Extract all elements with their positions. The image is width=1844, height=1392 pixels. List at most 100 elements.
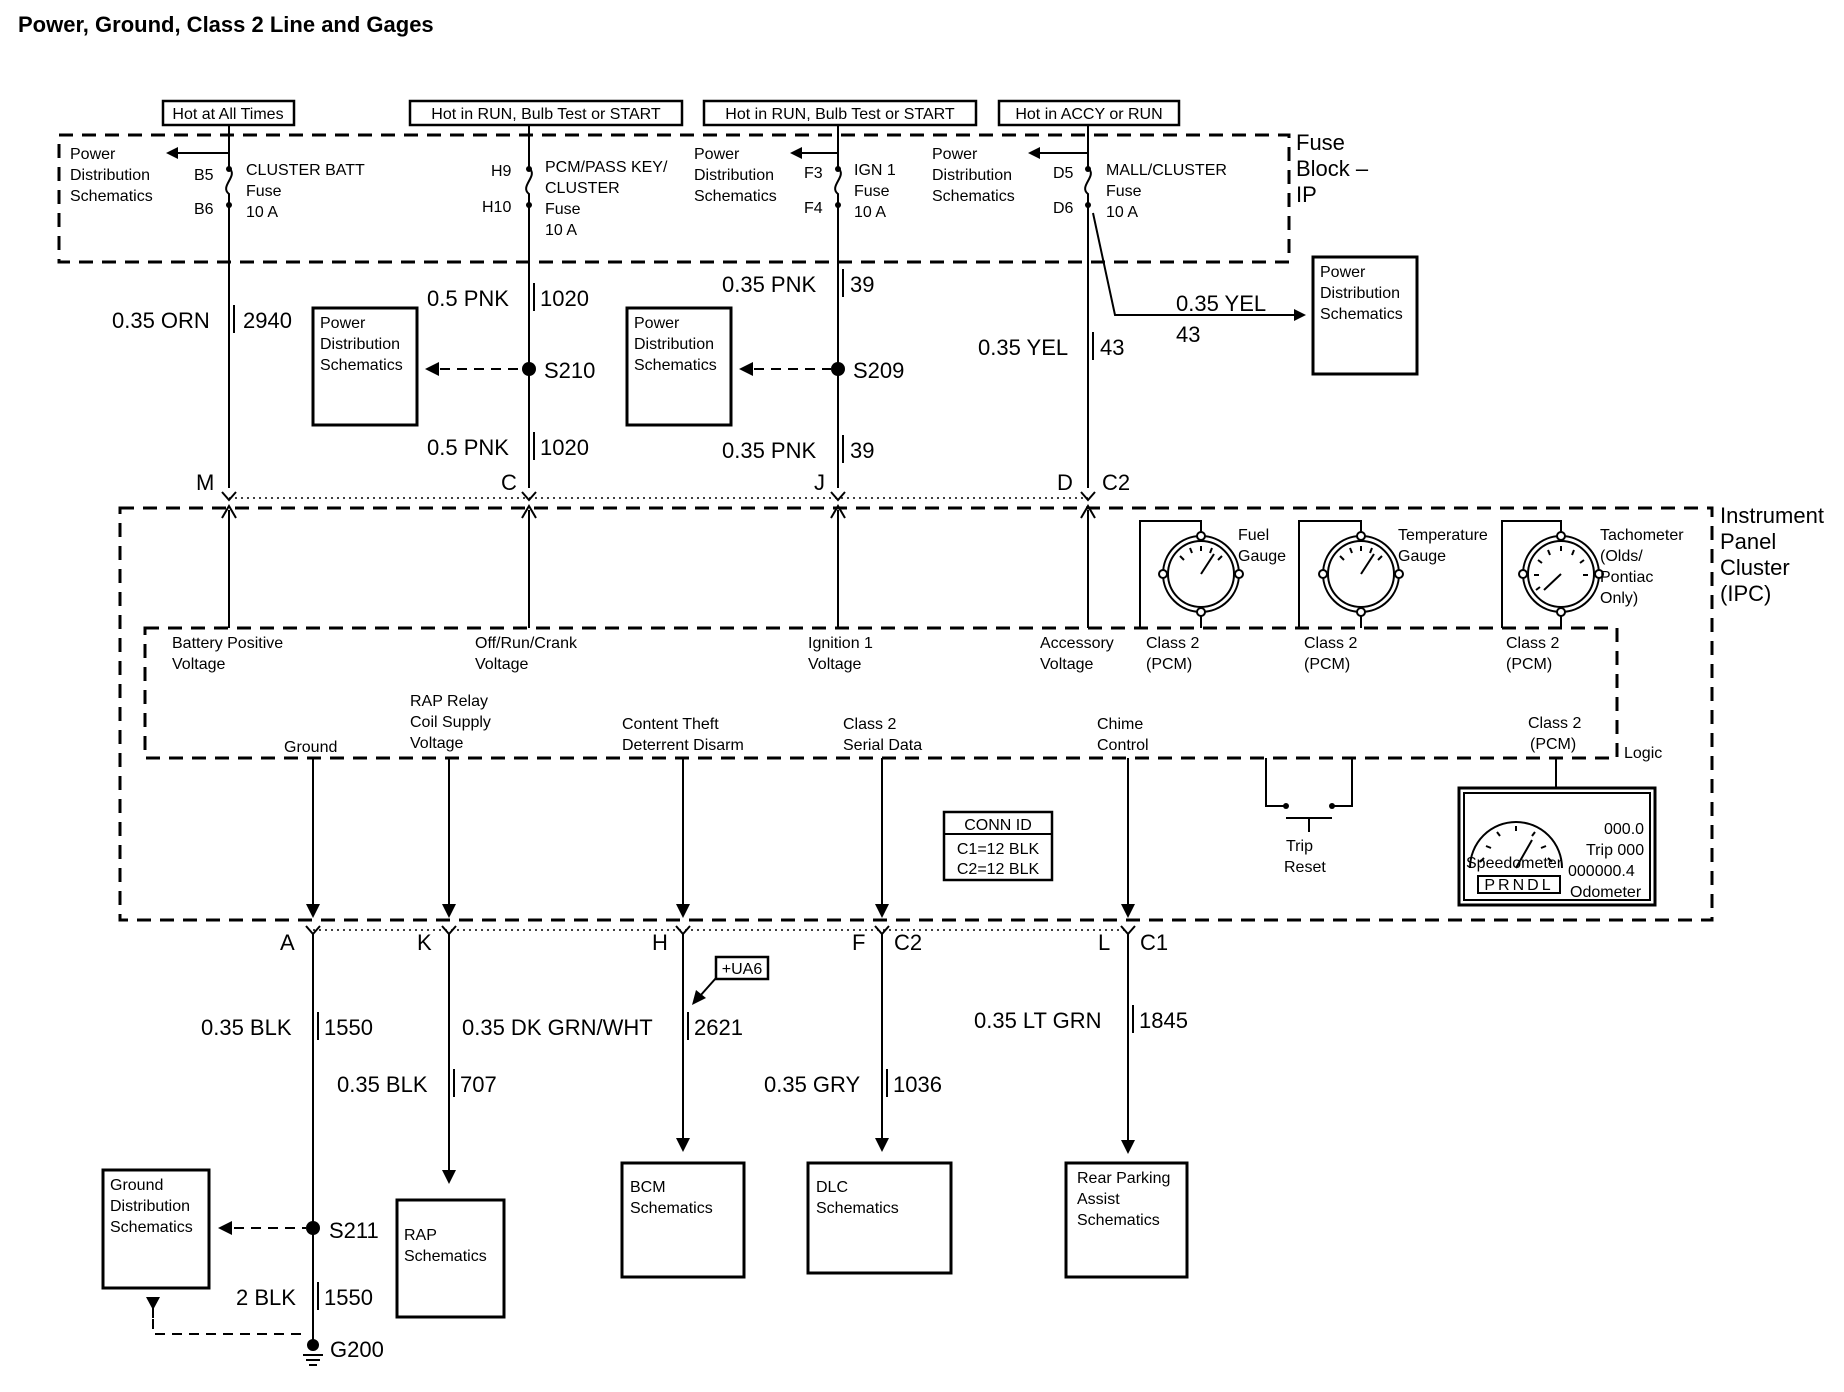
- wire-707-size: 0.35 BLK: [337, 1072, 428, 1097]
- svg-text:Schematics: Schematics: [1077, 1212, 1160, 1229]
- wire-43-circuit: 43: [1100, 335, 1124, 360]
- ground-g200-icon: [303, 1339, 323, 1366]
- wire-2940-circuit: 2940: [243, 308, 292, 333]
- svg-text:Power: Power: [694, 146, 740, 163]
- input-battery-positive: Battery Positive Voltage: [172, 635, 283, 673]
- tachometer-gauge-icon: Tachometer (Olds/ Pontiac Only): [1501, 520, 1684, 628]
- header-hot-at-all-times: Hot at All Times: [161, 99, 296, 127]
- svg-text:D5: D5: [1053, 165, 1074, 182]
- wire-1845-circuit: 1845: [1139, 1008, 1188, 1033]
- input-accessory: Accessory Voltage: [1040, 635, 1114, 673]
- svg-text:(PCM): (PCM): [1506, 656, 1552, 673]
- fuel-gauge-icon: Fuel Gauge: [1139, 520, 1286, 628]
- class2-tach: Class 2 (PCM): [1506, 635, 1559, 673]
- svg-text:Power: Power: [320, 315, 366, 332]
- svg-text:Fuse: Fuse: [246, 183, 282, 200]
- svg-text:10 A: 10 A: [854, 204, 886, 221]
- wire-1550-circuit: 1550: [324, 1015, 373, 1040]
- power-dist-label-3: Power Distribution Schematics: [932, 146, 1015, 205]
- svg-text:Trip: Trip: [1286, 838, 1313, 855]
- svg-text:Distribution: Distribution: [694, 167, 774, 184]
- svg-text:Schematics: Schematics: [694, 188, 777, 205]
- pin-k: K: [417, 930, 432, 955]
- splice-s209: S209: [853, 358, 904, 383]
- logic-label: Logic: [1624, 745, 1662, 762]
- wire-707-circuit: 707: [460, 1072, 497, 1097]
- svg-text:Trip 000: Trip 000: [1586, 842, 1644, 859]
- svg-text:Schematics: Schematics: [110, 1219, 193, 1236]
- pin-a: A: [280, 930, 295, 955]
- svg-text:RAP: RAP: [404, 1227, 437, 1244]
- svg-text:Distribution: Distribution: [70, 167, 150, 184]
- svg-text:Ground: Ground: [110, 1177, 163, 1194]
- svg-text:Hot at All Times: Hot at All Times: [172, 106, 283, 123]
- svg-text:H9: H9: [491, 163, 512, 180]
- output-class2-serial: Class 2 Serial Data: [843, 716, 922, 754]
- power-dist-label-1: Power Distribution Schematics: [70, 146, 153, 205]
- svg-text:Power: Power: [932, 146, 978, 163]
- wire-1020b-size: 0.5 PNK: [427, 435, 509, 460]
- trip-reset-switch-icon: Trip Reset: [1265, 758, 1353, 876]
- connector-c2-bottom: C2: [894, 930, 922, 955]
- ipc-label-4: (IPC): [1720, 581, 1771, 606]
- svg-text:(Olds/: (Olds/: [1600, 548, 1643, 565]
- logic-outline: [143, 626, 1619, 760]
- wire-1550b-circuit: 1550: [324, 1285, 373, 1310]
- ipc-label-3: Cluster: [1720, 555, 1790, 580]
- svg-text:DLC: DLC: [816, 1179, 848, 1196]
- splice-s210: S210: [544, 358, 595, 383]
- input-ignition-1: Ignition 1 Voltage: [808, 635, 873, 673]
- wire-39a-circuit: 39: [850, 272, 874, 297]
- wire-1036-circuit: 1036: [893, 1072, 942, 1097]
- svg-text:Odometer: Odometer: [1570, 884, 1642, 901]
- svg-text:10 A: 10 A: [1106, 204, 1138, 221]
- svg-text:Schematics: Schematics: [634, 357, 717, 374]
- svg-text:CLUSTER BATT: CLUSTER BATT: [246, 162, 365, 179]
- svg-text:D6: D6: [1053, 200, 1074, 217]
- fuse-ign1: F3 F4 IGN 1 Fuse 10 A: [804, 142, 896, 221]
- svg-text:H10: H10: [482, 199, 511, 216]
- wire-39b-circuit: 39: [850, 438, 874, 463]
- wire-1036-size: 0.35 GRY: [764, 1072, 861, 1097]
- svg-text:Hot in RUN, Bulb Test or START: Hot in RUN, Bulb Test or START: [431, 106, 661, 123]
- fuse-block-label-3: IP: [1296, 182, 1317, 207]
- svg-text:F3: F3: [804, 165, 823, 182]
- svg-text:Power: Power: [1320, 264, 1366, 281]
- svg-text:RAP Relay: RAP Relay: [410, 693, 488, 710]
- wire-2940-size: 0.35 ORN: [112, 308, 210, 333]
- svg-text:Battery Positive: Battery Positive: [172, 635, 283, 652]
- svg-text:Distribution: Distribution: [320, 336, 400, 353]
- wire-43-size: 0.35 YEL: [978, 335, 1068, 360]
- temperature-gauge-icon: Temperature Gauge: [1298, 520, 1488, 628]
- rap-schematics-box: RAP Schematics: [395, 1198, 506, 1319]
- bcm-schematics-box: BCM Schematics: [620, 1161, 746, 1279]
- fuse-mall-cluster: D5 D6 MALL/CLUSTER Fuse 10 A: [1053, 142, 1227, 221]
- svg-text:BCM: BCM: [630, 1179, 666, 1196]
- ground-dist-box: Ground Distribution Schematics: [101, 1168, 211, 1290]
- header-hot-in-accy: Hot in ACCY or RUN: [997, 99, 1181, 127]
- connector-c1: C1: [1140, 930, 1168, 955]
- wire-43b-circuit: 43: [1176, 322, 1200, 347]
- svg-text:Hot in ACCY or RUN: Hot in ACCY or RUN: [1015, 106, 1162, 123]
- svg-text:10 A: 10 A: [246, 204, 278, 221]
- svg-text:Rear Parking: Rear Parking: [1077, 1170, 1170, 1187]
- pin-l: L: [1098, 930, 1110, 955]
- svg-text:Hot in RUN, Bulb Test or START: Hot in RUN, Bulb Test or START: [725, 106, 955, 123]
- svg-text:Coil Supply: Coil Supply: [410, 714, 491, 731]
- svg-text:CONN ID: CONN ID: [964, 817, 1032, 834]
- conn-id-box: CONN ID C1=12 BLK C2=12 BLK: [942, 810, 1054, 882]
- option-ua6-label: +UA6: [692, 955, 770, 1005]
- svg-text:Class 2: Class 2: [1506, 635, 1559, 652]
- pin-f: F: [852, 930, 865, 955]
- fuse-pcm-pass-key: H9 H10 PCM/PASS KEY/ CLUSTER Fuse 10 A: [482, 142, 668, 239]
- svg-text:Class 2: Class 2: [1528, 715, 1581, 732]
- svg-text:Chime: Chime: [1097, 716, 1143, 733]
- svg-text:Fuel: Fuel: [1238, 527, 1269, 544]
- svg-text:Gauge: Gauge: [1398, 548, 1446, 565]
- wire-1845-size: 0.35 LT GRN: [974, 1008, 1102, 1033]
- svg-text:Voltage: Voltage: [1040, 656, 1093, 673]
- svg-text:Pontiac: Pontiac: [1600, 569, 1653, 586]
- svg-text:Class 2: Class 2: [1304, 635, 1357, 652]
- svg-text:Distribution: Distribution: [932, 167, 1012, 184]
